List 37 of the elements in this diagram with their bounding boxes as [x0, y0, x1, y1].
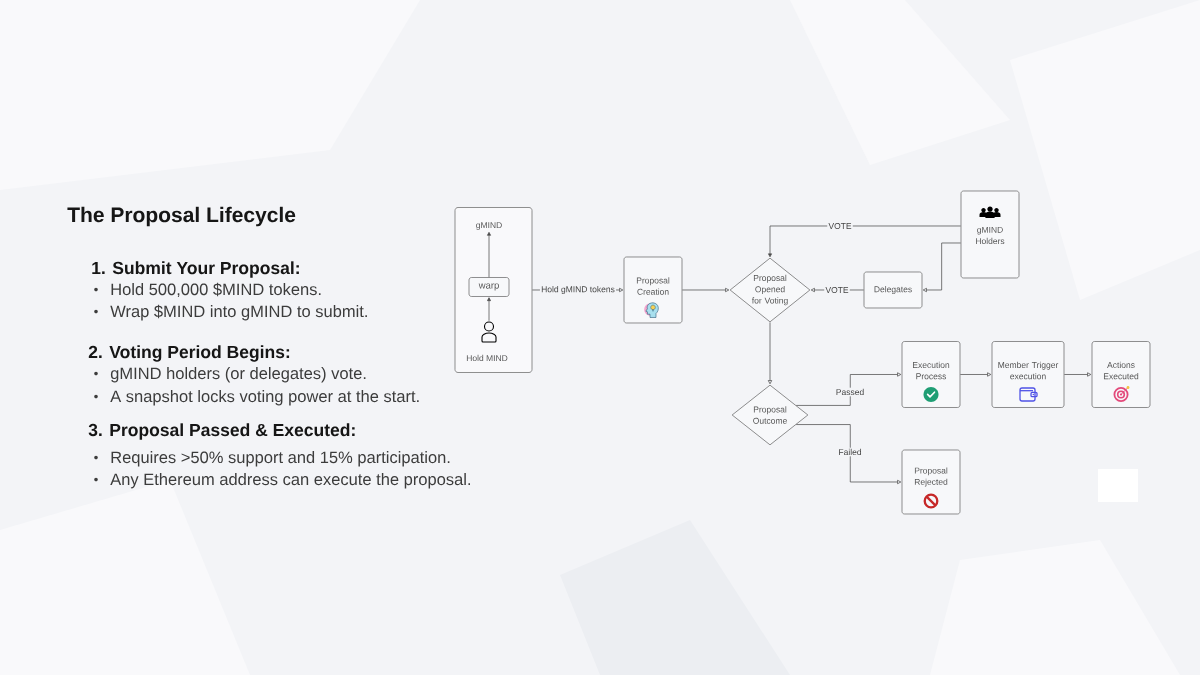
process-box: Execution Process [901, 341, 961, 408]
arrow [768, 225, 962, 258]
arrow [795, 372, 902, 406]
arrow [487, 297, 491, 322]
edge-label: VOTE [824, 285, 850, 295]
arrow [960, 372, 992, 377]
arrow [767, 321, 773, 385]
arrow [1064, 372, 1092, 377]
container-box [454, 207, 533, 373]
edge-label: Hold gMIND tokens [539, 284, 617, 296]
edge-label: VOTE [827, 221, 853, 231]
process-box: Member Trigger execution [991, 341, 1065, 408]
bullet-text: Wrap $MIND into gMIND to submit. [110, 304, 367, 321]
node-label: gMIND [476, 222, 502, 230]
node-caption: Hold MIND [466, 354, 508, 362]
process-box: Proposal Rejected [901, 449, 961, 515]
bullet-text: Any Ethereum address can execute the proposal. [110, 473, 470, 489]
bullet-text: gMIND holders (or delegates) vote. [110, 367, 366, 383]
edge-label: Failed [837, 447, 863, 457]
title: The Proposal Lifecycle [67, 206, 296, 227]
list-heading: 2. Voting Period Begins: [88, 345, 290, 362]
process-box: warp [468, 277, 510, 297]
person-icon [481, 321, 497, 343]
list-heading: 3. Proposal Passed & Executed: [88, 423, 355, 440]
process-box: Actions Executed [1091, 341, 1151, 408]
bullet-text: Requires >50% support and 15% participation. [111, 451, 450, 467]
arrow [487, 231, 491, 278]
process-box: Proposal Creation [623, 256, 683, 324]
bullet-text: Hold 500,000 $MIND tokens. [111, 282, 321, 298]
process-box: gMIND Holders [960, 190, 1020, 279]
bullet-text: A snapshot locks voting power at the start. [110, 390, 419, 406]
arrow [682, 287, 730, 293]
edge-label: Passed [834, 387, 866, 397]
list-heading: 1. Submit Your Proposal: [92, 261, 299, 278]
arrow [795, 424, 902, 485]
arrow [922, 242, 962, 293]
process-box: Delegates [863, 271, 923, 309]
